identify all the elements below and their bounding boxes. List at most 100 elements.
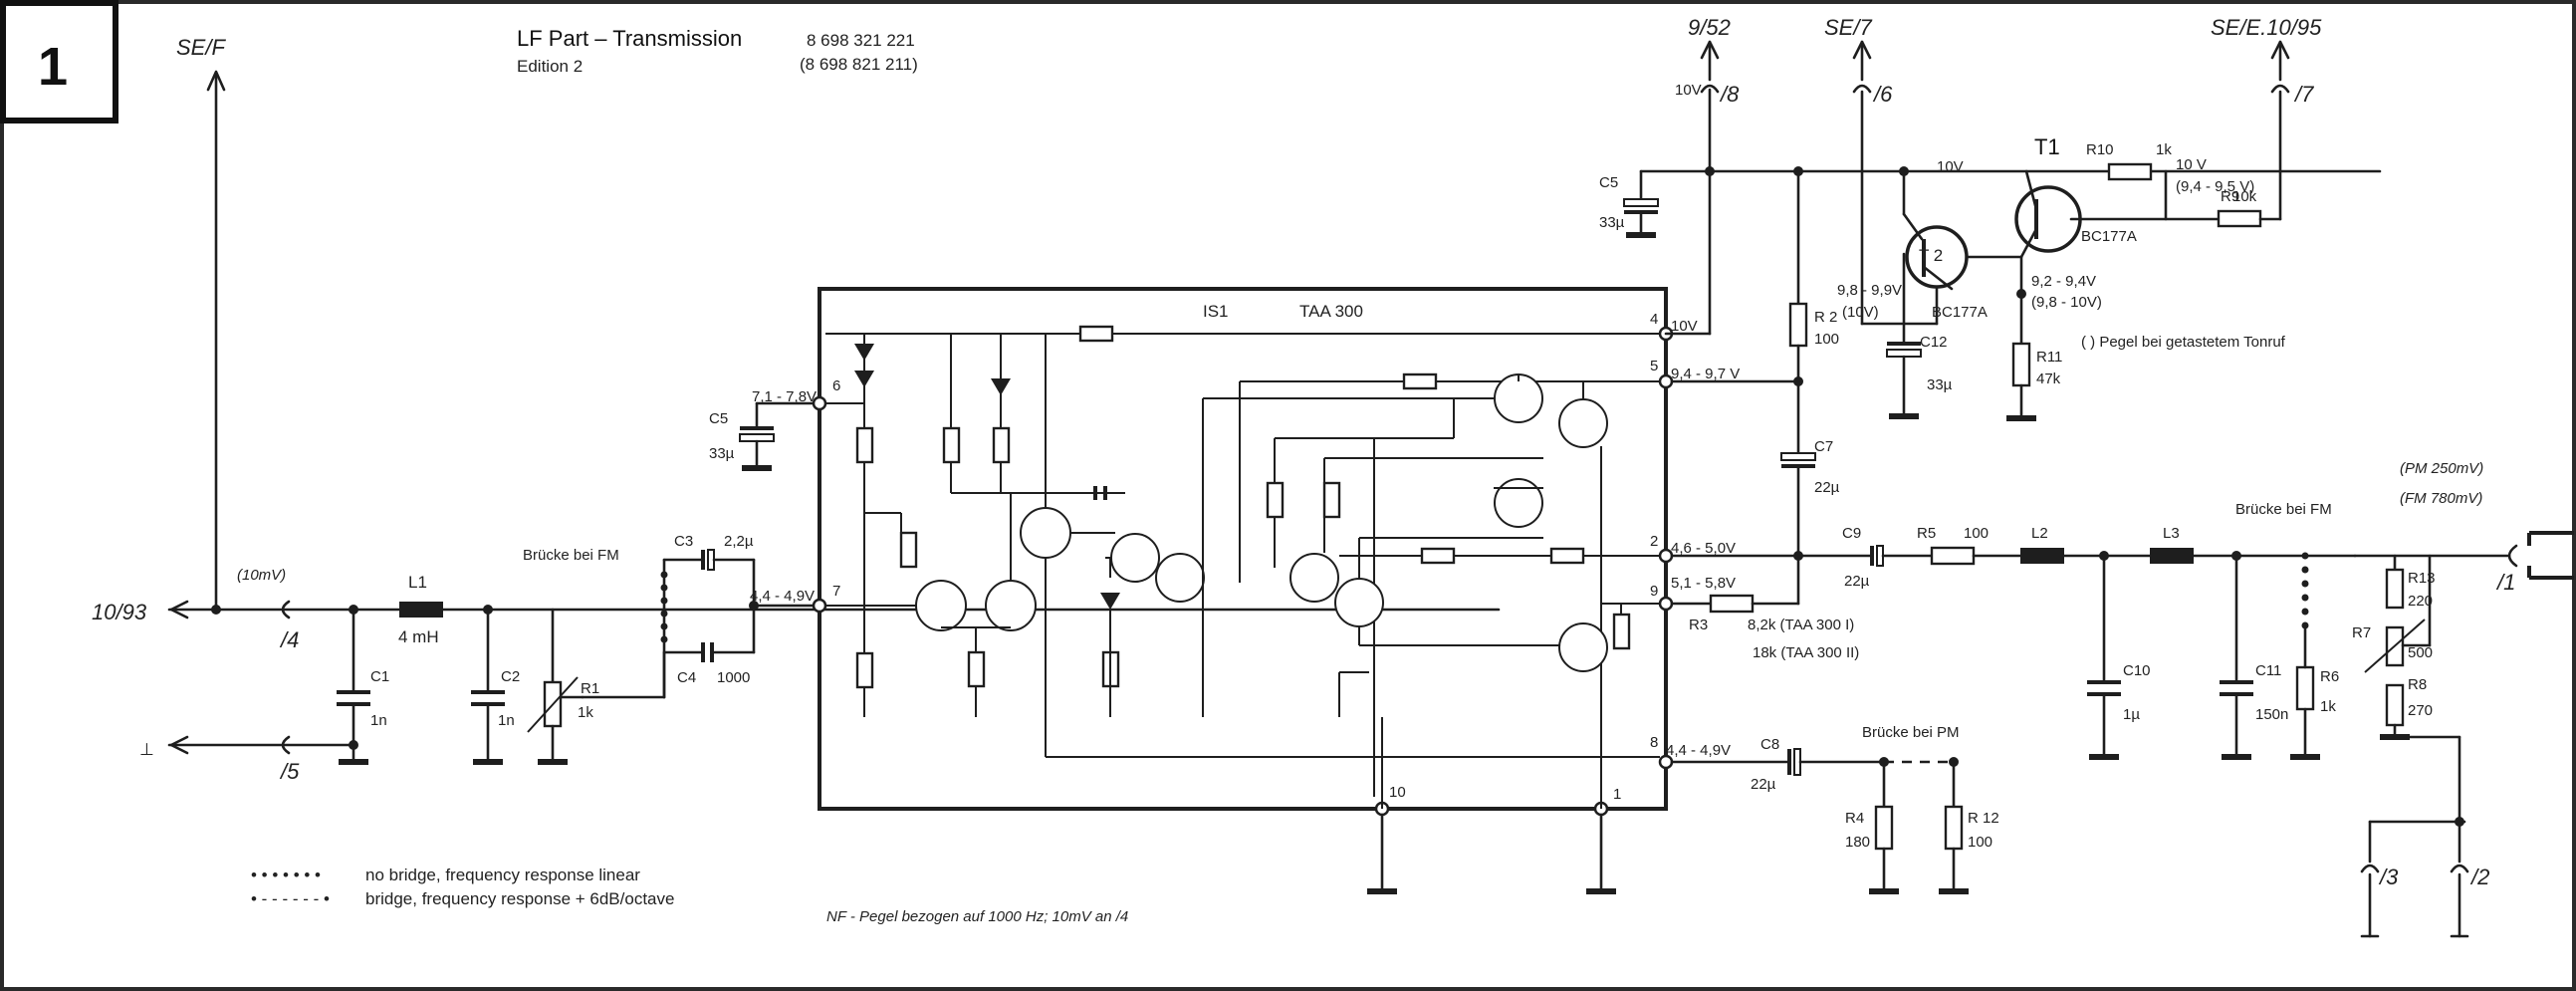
t2-type: BC177A	[1932, 304, 1988, 321]
bridge-fm2-label: Brücke bei FM	[2235, 501, 2332, 518]
c2-label: C2	[501, 668, 520, 685]
r5-label: R5	[1917, 525, 1936, 542]
input-ref: 10/93	[92, 600, 147, 624]
title: LF Part – Transmission	[517, 26, 742, 51]
arrow-left-icon	[169, 735, 189, 755]
t1-type: BC177A	[2081, 228, 2137, 245]
c5-top-value: 33µ	[1599, 214, 1625, 231]
l1-inductor	[399, 602, 443, 618]
pin8-voltage: 4,4 - 4,9V	[1666, 742, 1731, 759]
r12-value: 100	[1968, 834, 1992, 851]
r3-value-1: 8,2k (TAA 300 I)	[1748, 617, 1854, 633]
r3-label: R3	[1689, 617, 1708, 633]
r10-voltage-alt: (9,4 - 9,5 V)	[2176, 178, 2254, 195]
c4-label: C4	[677, 669, 696, 686]
connector-p3	[2360, 864, 2380, 873]
c9-label: C9	[1842, 525, 1861, 542]
r12-resistor	[1944, 805, 1964, 851]
nf-note: NF - Pegel bezogen auf 1000 Hz; 10mV an …	[826, 908, 1128, 925]
r9-resistor	[2217, 209, 2262, 228]
r4-value: 180	[1845, 834, 1870, 851]
ic-type: TAA 300	[1299, 302, 1363, 321]
pin7-voltage: 4,4 - 4,9V	[750, 588, 815, 605]
c9-value: 22µ	[1844, 573, 1870, 590]
c1-value: 1n	[370, 712, 387, 729]
r3-value-2: 18k (TAA 300 II)	[1753, 644, 1859, 661]
l1-label: L1	[408, 573, 427, 592]
port-2: /2	[2469, 865, 2489, 889]
c5-left-label: C5	[709, 410, 728, 427]
pin-6: 6	[832, 377, 840, 394]
c11-value: 150n	[2255, 706, 2288, 723]
rail-voltage: 10V	[1937, 158, 1964, 175]
pin9-voltage: 5,1 - 5,8V	[1671, 575, 1736, 592]
r6-resistor	[2295, 665, 2315, 711]
c10-label: C10	[2123, 662, 2151, 679]
t2-label: T 2	[1919, 246, 1943, 265]
port-4: /4	[279, 627, 299, 652]
r3-resistor	[1709, 594, 1755, 614]
r13-resistor	[2385, 568, 2405, 610]
c7-value: 22µ	[1814, 479, 1840, 496]
connector-p8	[1700, 84, 1720, 94]
c3-label: C3	[674, 533, 693, 550]
port-6: /6	[1872, 82, 1893, 107]
t1-voltage-alt: (9,8 - 10V)	[2031, 294, 2102, 311]
r8-label: R8	[2408, 676, 2427, 693]
part-number-1: 8 698 321 221	[807, 31, 915, 50]
port-7: /7	[2293, 82, 2314, 107]
arrow-up-icon	[2270, 40, 2290, 60]
r10-voltage: 10 V	[2176, 156, 2207, 173]
r10-label: R10	[2086, 141, 2114, 158]
c8-value: 22µ	[1751, 776, 1776, 793]
pin2-voltage: 4,6 - 5,0V	[1671, 540, 1736, 557]
connector-p1	[2507, 544, 2518, 568]
pm-level: (PM 250mV)	[2400, 460, 2483, 477]
pin-10: 10	[1389, 784, 1406, 801]
c2-value: 1n	[498, 712, 515, 729]
c1-label: C1	[370, 668, 389, 685]
ref-se-7: SE/7	[1824, 15, 1872, 40]
c12-value: 33µ	[1927, 376, 1953, 393]
r4-label: R4	[1845, 810, 1864, 827]
c12-label: C12	[1920, 334, 1948, 351]
ground-symbol: ⊥	[139, 740, 154, 759]
arrow-up-icon	[1852, 40, 1872, 60]
r2-label: R 2	[1814, 309, 1837, 326]
page-badge	[0, 0, 118, 124]
pin-8: 8	[1650, 734, 1658, 751]
arrow-up-icon	[206, 70, 226, 92]
r5-resistor	[1930, 546, 1976, 566]
bridge-pm-label: Brücke bei PM	[1862, 724, 1960, 741]
l2-inductor	[2020, 548, 2064, 564]
connector-p6	[1852, 84, 1872, 94]
r9-label: R9	[2221, 188, 2239, 205]
r4-resistor	[1874, 805, 1894, 851]
l3-label: L3	[2163, 525, 2180, 542]
r7-label: R7	[2352, 624, 2371, 641]
t2-voltage-alt: (10V)	[1842, 304, 1879, 321]
r1-label: R1	[581, 680, 599, 697]
ref-9-52: 9/52	[1688, 15, 1731, 40]
connector-p5	[281, 735, 291, 755]
r9-value: 10k	[2232, 188, 2257, 205]
ic-ref: IS1	[1203, 302, 1229, 321]
input-level: (10mV)	[237, 567, 286, 584]
top-10v: 10V	[1675, 82, 1702, 99]
r6-label: R6	[2320, 668, 2339, 685]
c5-left-value: 33µ	[709, 445, 735, 462]
bridge-dots	[660, 571, 668, 643]
c10-value: 1µ	[2123, 706, 2140, 723]
ic-is1-box	[818, 287, 1668, 811]
page-number: 1	[38, 37, 68, 97]
r11-value: 47k	[2036, 371, 2061, 387]
port-3: /3	[2378, 865, 2399, 889]
c8-label: C8	[1760, 736, 1779, 753]
r11-label: R11	[2036, 349, 2062, 366]
t2-voltage: 9,8 - 9,9V	[1837, 282, 1902, 299]
edition: Edition 2	[517, 57, 583, 76]
r12-label: R 12	[1968, 810, 1999, 827]
port-5: /5	[279, 759, 300, 784]
